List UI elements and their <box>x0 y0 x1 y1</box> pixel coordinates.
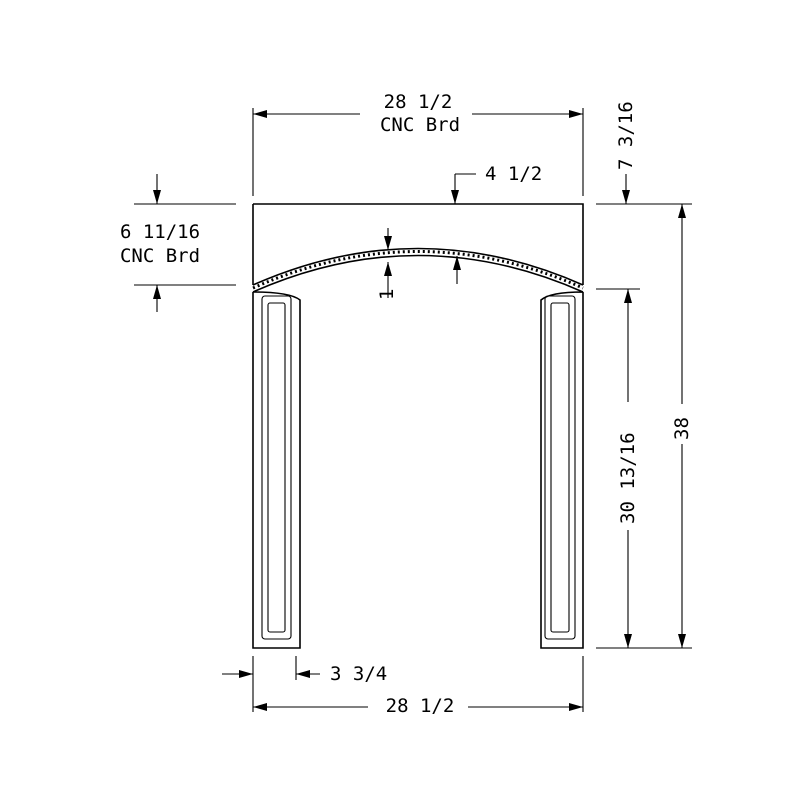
right-leg <box>540 291 584 649</box>
leg-width-dimension: 3 3/4 <box>222 656 387 712</box>
left-height-dimension: 6 11/16 CNC Brd <box>120 174 236 312</box>
top-right-height-dimension: 7 3/16 <box>596 101 640 205</box>
bottom-width-label: 28 1/2 <box>386 695 455 717</box>
total-height-dimension: 38 <box>640 203 698 649</box>
arch-rise-label: 4 1/2 <box>485 163 542 185</box>
arch-thickness-dimension: 1 <box>376 228 398 300</box>
top-right-height-label: 7 3/16 <box>615 101 637 170</box>
arch-thickness-label: 1 <box>376 289 398 300</box>
leg-width-label: 3 3/4 <box>330 663 387 685</box>
left-height-note: CNC Brd <box>120 245 200 267</box>
top-width-dimension: 28 1/2 CNC Brd <box>252 90 584 196</box>
left-height-label: 6 11/16 <box>120 221 200 243</box>
top-width-label: 28 1/2 <box>384 91 453 113</box>
arch-header <box>252 203 584 293</box>
arch-rise-dimension: 4 1/2 <box>451 163 542 284</box>
leg-height-label: 30 13/16 <box>617 432 639 524</box>
bottom-width-dimension: 28 1/2 <box>253 656 584 717</box>
leg-height-dimension: 30 13/16 <box>596 288 644 649</box>
left-leg <box>252 291 301 649</box>
top-width-note: CNC Brd <box>380 114 460 136</box>
total-height-label: 38 <box>671 417 693 440</box>
